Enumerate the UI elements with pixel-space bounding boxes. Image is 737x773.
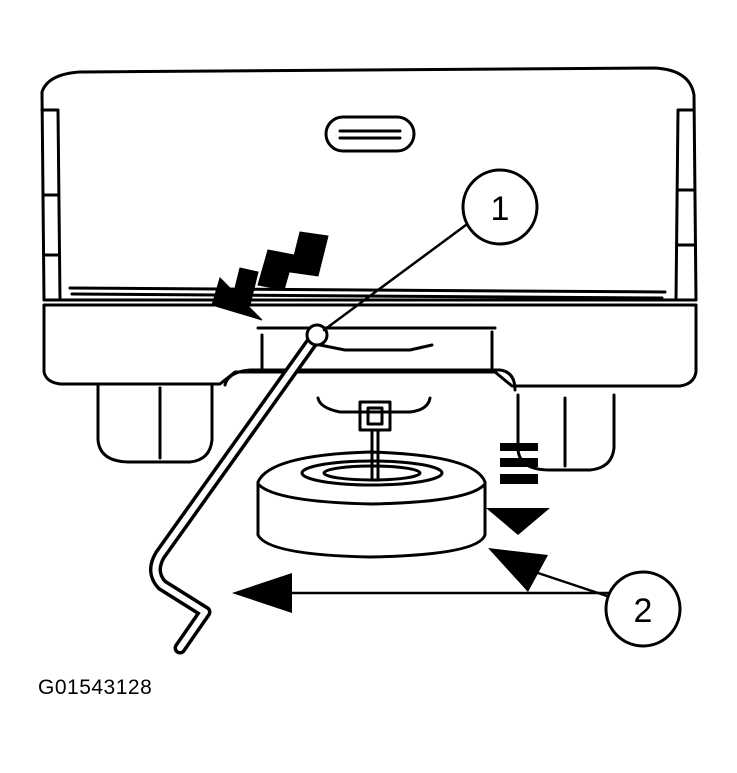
callout-2-label: 2 — [634, 592, 653, 630]
callout-1-label: 1 — [491, 190, 510, 228]
tailgate-handle — [324, 115, 416, 153]
callout-1-leader — [322, 220, 472, 332]
figure-code: G01543128 — [38, 676, 153, 699]
dashed-arrow-down — [486, 443, 550, 535]
arrowhead-to-tire — [488, 548, 548, 592]
jack-handle-tool — [149, 323, 329, 655]
dashed-arrow-left — [211, 231, 329, 321]
undercarriage — [223, 343, 517, 414]
tailgate — [40, 66, 698, 302]
callout-2: 2 — [604, 570, 682, 648]
callout-2-leader-right — [530, 569, 612, 599]
rear-bumper — [42, 303, 698, 388]
spare-tire-hoist — [358, 400, 392, 480]
left-rear-tire — [96, 383, 214, 464]
callout-1: 1 — [461, 168, 539, 246]
spare-tire — [256, 450, 487, 559]
arrowhead-to-handle — [232, 573, 292, 613]
